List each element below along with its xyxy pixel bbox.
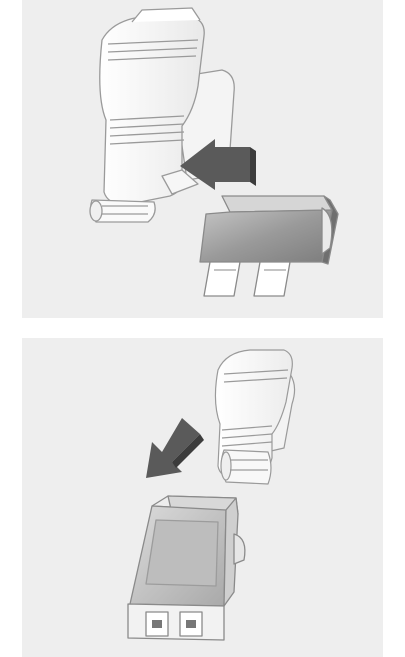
panel-fuse-puller-mini-fuse [22,338,383,657]
panel-top-illustration [22,0,383,318]
panel-fuse-puller-standard-fuse [22,0,383,318]
panel-bottom-illustration [22,338,383,657]
fuse-icon [200,196,338,296]
fuse-puller-icon [215,350,294,484]
fuse-puller-icon [90,8,234,222]
arrow-down-left-icon [146,418,204,478]
mini-fuse-icon [128,496,245,640]
